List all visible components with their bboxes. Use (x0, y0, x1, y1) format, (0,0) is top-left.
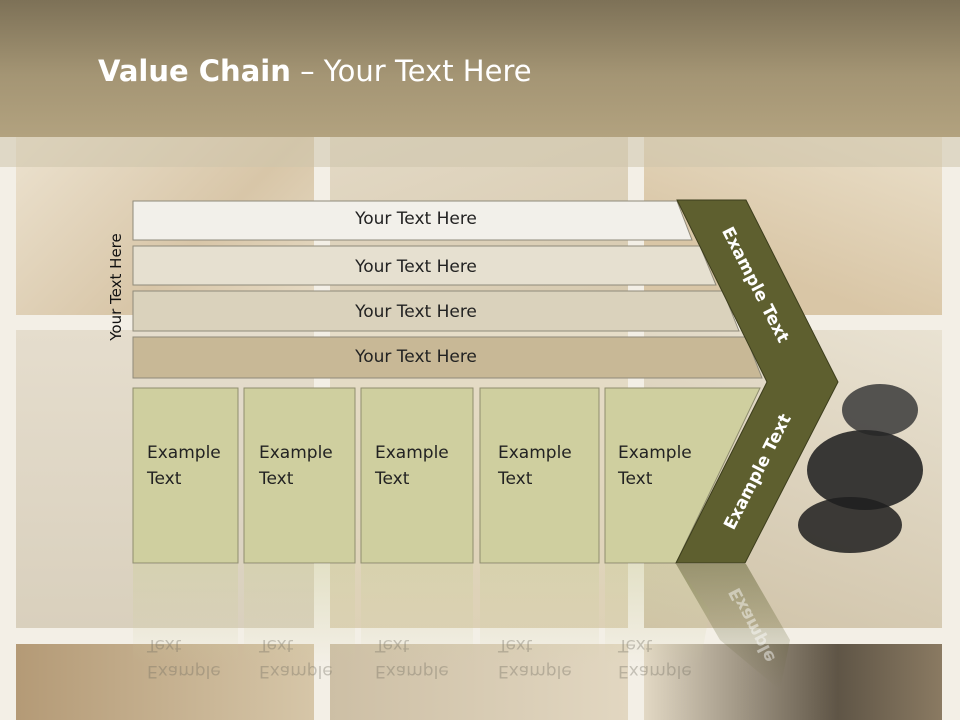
box-shape-1 (132, 387, 239, 564)
box-shape-3 (360, 387, 474, 564)
bar-shape-3 (132, 290, 740, 332)
box-reflection (361, 564, 473, 664)
title-bold: Value Chain (98, 54, 291, 88)
box-shape-2 (243, 387, 356, 564)
box-reflection (133, 564, 238, 664)
box-reflection (605, 564, 710, 664)
header-band (0, 137, 960, 167)
bar-shape-4 (132, 336, 763, 379)
bar-shape-1 (132, 200, 693, 241)
title-rest: – Your Text Here (290, 54, 532, 88)
reflection-group (133, 564, 790, 690)
header-banner (0, 0, 960, 137)
chevron-reflection (676, 564, 790, 690)
slide-title: Value Chain – Your Text Here (98, 54, 532, 88)
box-shape-4 (479, 387, 600, 564)
bar-shape-2 (132, 245, 717, 286)
box-reflection (244, 564, 355, 664)
box-reflection (480, 564, 599, 664)
chevron-arrow (675, 199, 839, 564)
